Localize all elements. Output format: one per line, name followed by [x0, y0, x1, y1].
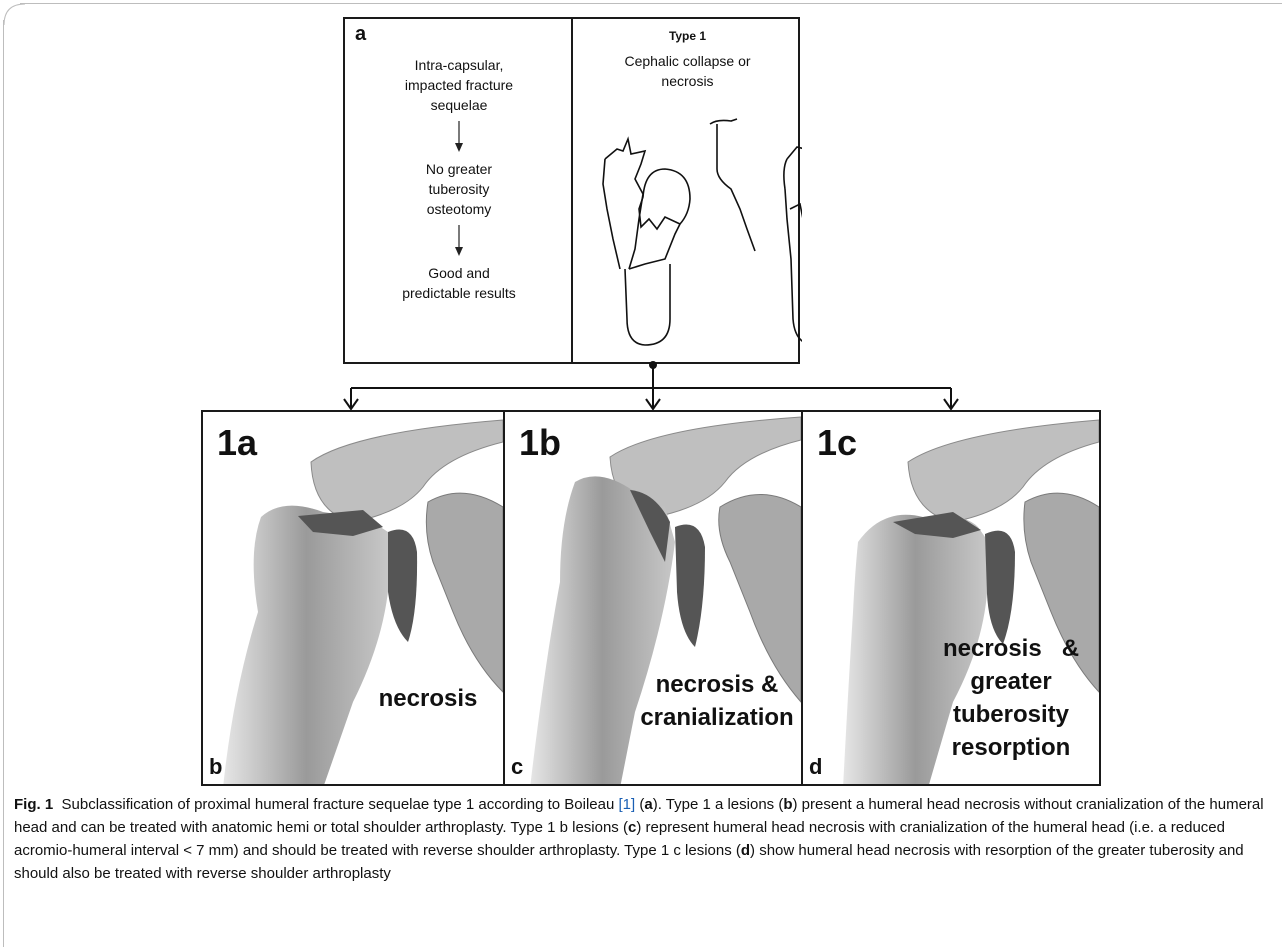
caption-ref: b: [783, 796, 792, 813]
panel-1b: 1b necrosis & cranialization c: [503, 410, 803, 786]
panel-caption: necrosis: [353, 682, 503, 715]
figure-label: Fig. 1: [14, 796, 53, 813]
panel-1a: 1a necrosis b: [201, 410, 505, 786]
caption-ref: a: [644, 796, 652, 813]
panel-label: 1c: [817, 422, 857, 464]
shoulder-illustration: [203, 412, 505, 786]
caption-line: greater: [921, 665, 1101, 698]
panel-letter: b: [209, 754, 222, 780]
panel-caption: necrosis & greater tuberosity resorption: [921, 632, 1101, 764]
panel-caption: necrosis & cranialization: [631, 668, 803, 734]
caption-line: tuberosity: [921, 698, 1101, 731]
panel-label: 1b: [519, 422, 561, 464]
citation-link[interactable]: [1]: [619, 796, 636, 813]
panel-letter: d: [809, 754, 822, 780]
figure-caption: Fig. 1 Subclassification of proximal hum…: [14, 793, 1264, 885]
caption-line: cranialization: [631, 701, 803, 734]
panel-label: 1a: [217, 422, 257, 464]
caption-ref: d: [741, 842, 750, 859]
panel-1c: 1c necrosis & greater tuberosity resorpt…: [801, 410, 1101, 786]
caption-line: necrosis: [353, 682, 503, 715]
caption-line: necrosis &: [921, 632, 1101, 665]
caption-text: ). Type 1 a lesions (: [653, 796, 784, 813]
caption-line: resorption: [921, 731, 1101, 764]
panel-letter: c: [511, 754, 523, 780]
caption-text: Subclassification of proximal humeral fr…: [62, 796, 615, 813]
caption-line: necrosis &: [631, 668, 803, 701]
connector-arrows: [0, 0, 1282, 420]
